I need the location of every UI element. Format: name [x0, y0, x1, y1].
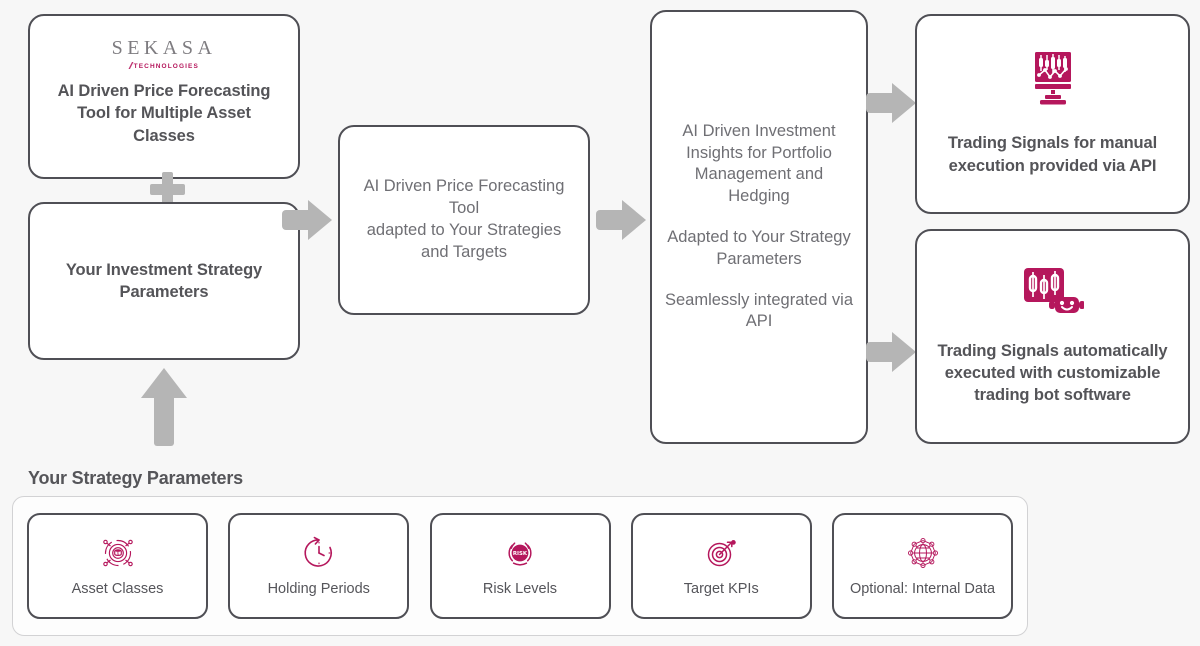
logo-tagline: // TECHNOLOGIES	[30, 62, 298, 72]
logo-slash-icon: //	[129, 61, 132, 72]
strategy-parameters-panel: $ Asset Classes	[12, 496, 1028, 636]
parameter-card-label: Holding Periods	[267, 580, 370, 597]
parameter-card-label: Risk Levels	[482, 580, 558, 597]
manual-execution-box: Trading Signals for manual execution pro…	[915, 14, 1190, 214]
parameter-card-target-kpis[interactable]: Target KPIs	[630, 513, 812, 619]
parameter-card-risk-levels[interactable]: RISK Risk Levels	[429, 513, 611, 619]
parameter-card-label: Optional: Internal Data	[849, 580, 996, 597]
automatic-execution-box: Trading Signals automatically executed w…	[915, 229, 1190, 444]
insights-box-text: AI Driven Investment Insights for Portfo…	[652, 121, 866, 333]
arrow-right-to-auto-icon	[866, 332, 922, 372]
strategy-box: Your Investment Strategy Parameters	[28, 202, 300, 360]
parameter-card-label: Asset Classes	[71, 580, 164, 597]
logo-tagline-text: TECHNOLOGIES	[133, 62, 199, 70]
asset-network-coins-icon: $	[99, 534, 137, 572]
strategy-box-title: Your Investment Strategy Parameters	[65, 260, 263, 301]
clock-refresh-icon	[300, 534, 338, 572]
parameter-card-holding-periods[interactable]: Holding Periods	[228, 513, 410, 619]
insights-para-3: Seamlessly integrated via API	[664, 290, 853, 331]
parameter-card-label: Target KPIs	[683, 580, 759, 597]
plus-connector-icon	[150, 172, 185, 207]
product-box: SEKASA // TECHNOLOGIES AI Driven Price F…	[28, 14, 300, 179]
insights-para-1: AI Driven Investment Insights for Portfo…	[682, 121, 836, 206]
sekasa-logo: SEKASA // TECHNOLOGIES	[30, 38, 298, 72]
parameter-card-optional-internal-data[interactable]: Optional: Internal Data	[832, 513, 1013, 619]
section-title: Your Strategy Parameters	[28, 468, 243, 488]
tool-box-text: AI Driven Price Forecasting Tool adapted…	[340, 176, 588, 263]
insights-para-2: Adapted to Your Strategy Parameters	[667, 228, 851, 268]
arrow-right-to-insights-icon	[596, 200, 652, 240]
target-arrow-icon	[702, 534, 740, 572]
risk-gauge-icon: RISK	[501, 534, 539, 572]
arrow-right-to-manual-icon	[866, 83, 922, 123]
parameter-card-asset-classes[interactable]: $ Asset Classes	[27, 513, 208, 619]
tool-box-line2: adapted to Your Strategies and Targets	[366, 221, 562, 261]
trading-bot-candlestick-icon	[1022, 267, 1085, 324]
automatic-execution-title: Trading Signals automatically executed w…	[937, 341, 1168, 405]
insights-box: AI Driven Investment Insights for Portfo…	[650, 10, 868, 444]
monitor-candlestick-chart-icon	[1024, 51, 1082, 112]
svg-text:$: $	[116, 551, 119, 557]
svg-text:RISK: RISK	[513, 551, 528, 557]
arrow-up-icon	[141, 368, 187, 446]
manual-execution-title: Trading Signals for manual execution pro…	[947, 134, 1158, 175]
tool-box: AI Driven Price Forecasting Tool adapted…	[338, 125, 590, 315]
tool-box-line1: AI Driven Price Forecasting Tool	[363, 177, 565, 218]
product-box-title: AI Driven Price Forecasting Tool for Mul…	[57, 82, 271, 145]
globe-network-icon	[904, 534, 942, 572]
logo-wordmark: SEKASA	[111, 37, 217, 59]
arrow-right-to-tool-icon	[282, 200, 338, 240]
